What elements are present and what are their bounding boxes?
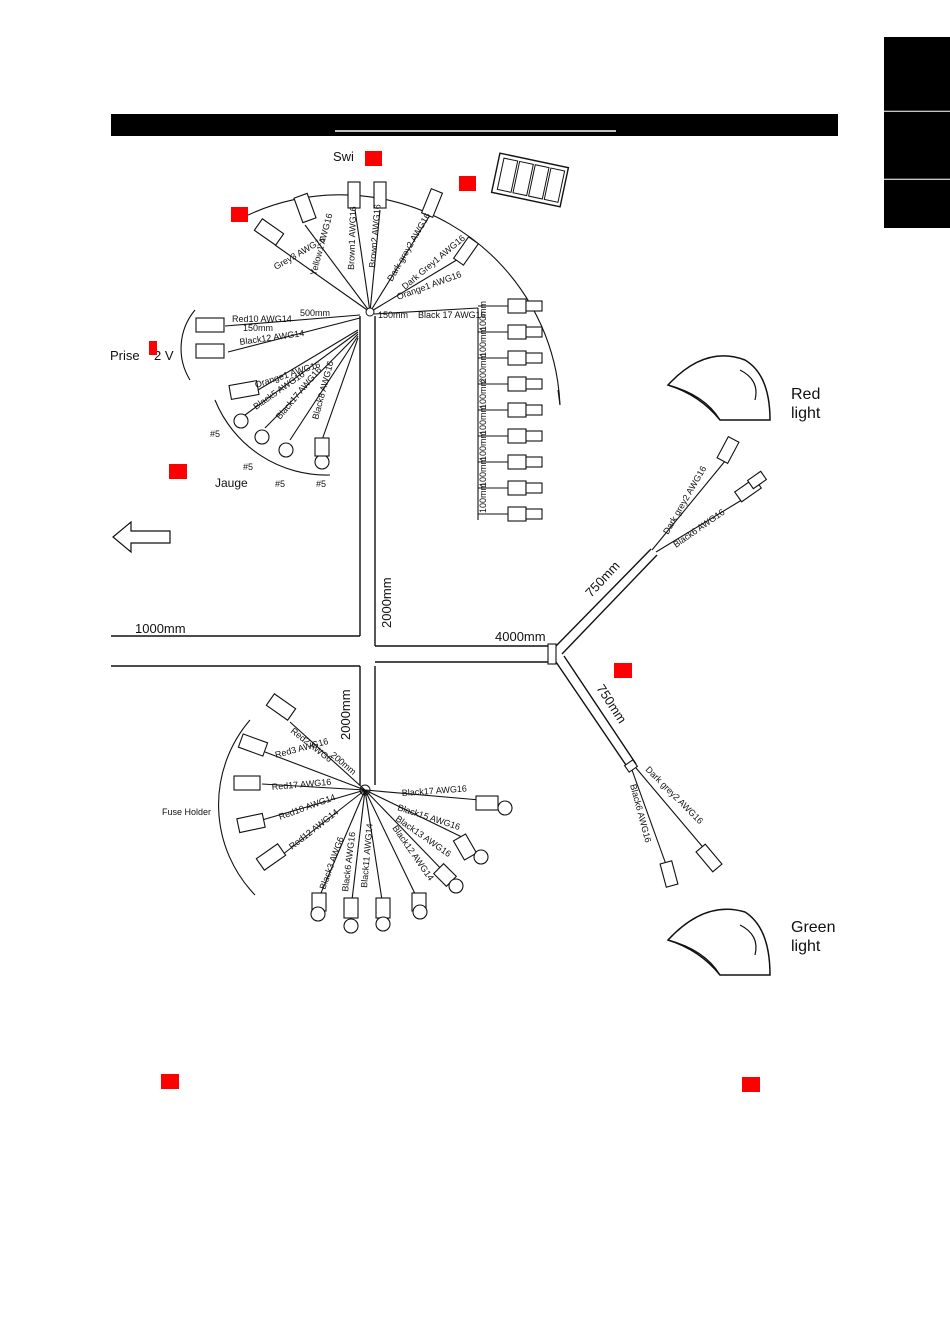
- strip-connector: [507, 376, 527, 392]
- green-light-icon: [666, 908, 771, 976]
- jauge-label: Jauge: [215, 476, 248, 490]
- strip-segment-label: 100mm: [478, 457, 488, 487]
- length-1000-label: 1000mm: [135, 621, 186, 636]
- switch-section: Yellow1 AWG16 Brown1 AWG16 Brown2 AWG16 …: [237, 149, 570, 406]
- marker-branch: [614, 663, 632, 678]
- marker-jauge: [169, 464, 187, 479]
- red-light-label-2: light: [791, 405, 821, 422]
- trunk-wires: [111, 316, 658, 785]
- switch-wire-brown1: Brown1 AWG16: [346, 206, 358, 270]
- strip-segment-label: 100mm: [478, 327, 488, 357]
- strip-connector: [507, 506, 527, 522]
- green-light-section: Dark grey2 AWG16 Black6 AWG16 Green ligh…: [628, 764, 835, 976]
- switch-label: Swi: [333, 149, 354, 164]
- marker-prise: [149, 341, 157, 355]
- strip-connector-tip: [525, 456, 543, 468]
- strip-connector-tip: [525, 300, 543, 312]
- gauge-tag-2: #5: [243, 462, 253, 472]
- strip-connector: [507, 480, 527, 496]
- gauge-tag-1: #5: [210, 429, 220, 439]
- length-2000-bottom-label: 2000mm: [338, 689, 353, 740]
- strip-connector: [507, 350, 527, 366]
- red-markers: [149, 151, 760, 1092]
- strip-connector-tip: [525, 326, 543, 338]
- side-tab-3: [884, 180, 950, 228]
- fuse-len-200: 200mm: [329, 750, 358, 777]
- strip-connector-tip: [525, 378, 543, 390]
- marker-bottom-right: [742, 1077, 760, 1092]
- switch-panel-icon: [490, 152, 570, 208]
- green-light-label-1: Green: [791, 919, 835, 936]
- strip-segment-label: 100mm: [478, 483, 488, 513]
- length-2000-top-label: 2000mm: [379, 577, 394, 628]
- len-150b-label: 150mm: [243, 323, 273, 333]
- gauge-tag-4: #5: [316, 479, 326, 489]
- strip-segment-label: 100mm: [478, 379, 488, 409]
- gauge-section: Orange1 AWG16 Black5 AWG16 Black17 AWG16…: [210, 329, 359, 490]
- strip-segment-label: 200mm: [478, 353, 488, 383]
- black17-strip: Black 17 AWG16 150mm 100mm100mm200mm100m…: [373, 298, 543, 522]
- strip-connector-tip: [525, 352, 543, 364]
- strip-connector-tip: [525, 482, 543, 494]
- green-light-wire-darkgrey2: Dark grey2 AWG16: [644, 764, 706, 826]
- marker-switch-panel: [459, 176, 476, 191]
- marker-switch: [365, 151, 382, 166]
- side-tab-2: [884, 112, 950, 179]
- prise-wire-red10: Red10 AWG14: [232, 314, 292, 324]
- strip-connector: [507, 298, 527, 314]
- ground-wire-black17: Black17 AWG16: [401, 783, 467, 798]
- length-750-bottom-label: 750mm: [593, 681, 629, 726]
- strip-connector: [507, 454, 527, 470]
- fuse-holder-label: Fuse Holder: [162, 807, 211, 817]
- strip-connector: [507, 402, 527, 418]
- length-4000-label: 4000mm: [495, 629, 546, 644]
- strip-segment-label: 100mm: [478, 405, 488, 435]
- left-arrow-icon: [112, 520, 171, 554]
- strip-connector-tip: [525, 430, 543, 442]
- prise-label: Prise: [110, 348, 140, 363]
- strip-connector-tip: [525, 508, 543, 520]
- strip-connector: [507, 324, 527, 340]
- marker-switch-left: [231, 207, 248, 222]
- strip-connector-tip: [525, 404, 543, 416]
- black17-top-label: Black 17 AWG16: [418, 310, 486, 320]
- len-500-label: 500mm: [300, 308, 330, 318]
- fuse-wire-red17: Red17 AWG16: [271, 777, 331, 792]
- ground-wire-black11: Black11 AWG14: [359, 823, 375, 888]
- strip-segment-label: 100mm: [478, 431, 488, 461]
- fuse-section: Red2 AWG6 Red3 AWG16 Red17 AWG16 Red10 A…: [162, 693, 513, 934]
- red-light-section: Dark grey2 AWG16 Black6 AWG16 Red light: [651, 355, 821, 553]
- switch-wire-brown2: Brown2 AWG16: [367, 204, 383, 268]
- prise-voltage: 2 V: [154, 348, 174, 363]
- len-150-label: 150mm: [378, 310, 408, 320]
- gauge-tag-3: #5: [275, 479, 285, 489]
- strip-connector: [507, 428, 527, 444]
- red-light-label-1: Red: [791, 386, 820, 403]
- marker-bottom-left: [161, 1074, 179, 1089]
- side-tab-1: [884, 37, 950, 111]
- header-bar: [111, 114, 838, 136]
- strip-segment-label: 100mm: [478, 301, 488, 331]
- green-light-wire-black6: Black6 AWG16: [628, 783, 653, 844]
- green-light-label-2: light: [791, 938, 821, 955]
- length-750-top-label: 750mm: [582, 558, 623, 600]
- red-light-icon: [666, 355, 771, 421]
